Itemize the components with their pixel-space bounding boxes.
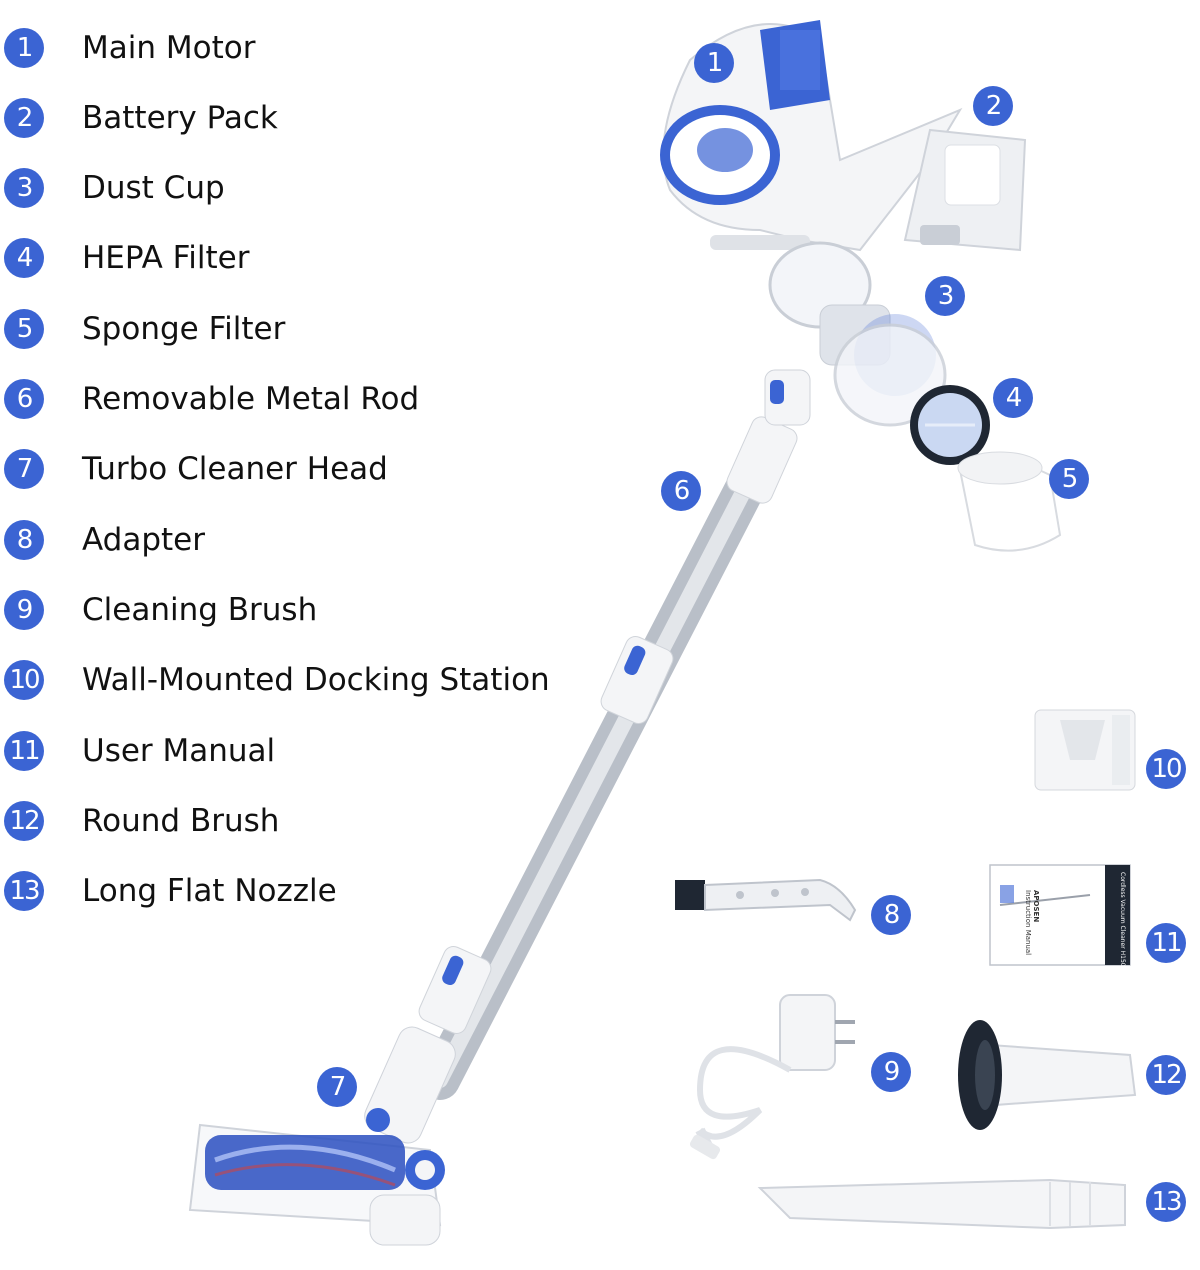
callout-badge: 8 bbox=[871, 895, 911, 935]
legend-item: 11 User Manual bbox=[4, 729, 275, 773]
docking-station bbox=[1034, 709, 1136, 791]
callout-badge: 9 bbox=[871, 1052, 911, 1092]
dust-cup bbox=[764, 241, 947, 427]
number-badge: 1 bbox=[4, 28, 44, 68]
legend-label: HEPA Filter bbox=[82, 240, 250, 276]
number-badge: 10 bbox=[4, 660, 44, 700]
callout-badge: 1 bbox=[694, 43, 734, 83]
number-badge: 2 bbox=[4, 98, 44, 138]
charger bbox=[689, 994, 855, 1160]
callout-badge: 7 bbox=[317, 1067, 357, 1107]
manual-spine-text: Cordless Vacuum Cleaner H150 bbox=[1119, 872, 1126, 967]
manual-line1: Instruction Manual bbox=[1024, 890, 1032, 956]
number-badge: 11 bbox=[4, 731, 44, 771]
metal-rod bbox=[418, 416, 798, 1100]
callout-badge: 6 bbox=[661, 471, 701, 511]
sponge-filter bbox=[957, 451, 1062, 552]
legend-label: Sponge Filter bbox=[82, 311, 286, 347]
main-motor bbox=[660, 20, 963, 252]
hepa-filter bbox=[910, 385, 990, 465]
user-manual bbox=[989, 864, 1131, 966]
legend-item: 2 Battery Pack bbox=[4, 96, 278, 140]
number-badge: 3 bbox=[4, 168, 44, 208]
legend-label: Long Flat Nozzle bbox=[82, 873, 337, 909]
number-badge: 4 bbox=[4, 238, 44, 278]
manual-brand: APOSEN bbox=[1032, 890, 1040, 923]
legend-label: Round Brush bbox=[82, 803, 280, 839]
callout-badge: 3 bbox=[925, 276, 965, 316]
callout-badge: 10 bbox=[1146, 749, 1186, 789]
legend-item: 13 Long Flat Nozzle bbox=[4, 869, 337, 913]
round-brush bbox=[958, 1020, 1137, 1130]
legend-item: 3 Dust Cup bbox=[4, 166, 225, 210]
legend-item: 10 Wall-Mounted Docking Station bbox=[4, 658, 550, 702]
legend-label: User Manual bbox=[82, 733, 276, 769]
legend-label: Dust Cup bbox=[82, 170, 225, 206]
legend-label: Turbo Cleaner Head bbox=[82, 451, 388, 487]
legend-item: 4 HEPA Filter bbox=[4, 236, 249, 280]
legend-item: 5 Sponge Filter bbox=[4, 307, 285, 351]
legend-item: 7 Turbo Cleaner Head bbox=[4, 447, 388, 491]
flat-nozzle bbox=[757, 1178, 1126, 1230]
manual-text: APOSEN Instruction Manual bbox=[1024, 890, 1040, 960]
legend-label: Removable Metal Rod bbox=[82, 381, 420, 417]
callout-badge: 5 bbox=[1049, 459, 1089, 499]
turbo-head bbox=[188, 1026, 456, 1246]
callout-badge: 13 bbox=[1146, 1182, 1186, 1222]
number-badge: 6 bbox=[4, 379, 44, 419]
legend-item: 9 Cleaning Brush bbox=[4, 588, 317, 632]
adapter bbox=[675, 878, 857, 922]
legend-label: Cleaning Brush bbox=[82, 592, 318, 628]
number-badge: 8 bbox=[4, 520, 44, 560]
battery-pack bbox=[903, 128, 1027, 252]
legend-label: Main Motor bbox=[82, 30, 256, 66]
callout-badge: 2 bbox=[973, 86, 1013, 126]
number-badge: 5 bbox=[4, 309, 44, 349]
callout-badge: 4 bbox=[993, 378, 1033, 418]
legend-item: 6 Removable Metal Rod bbox=[4, 377, 419, 421]
callout-badge: 11 bbox=[1146, 923, 1186, 963]
legend-label: Battery Pack bbox=[82, 100, 278, 136]
number-badge: 7 bbox=[4, 449, 44, 489]
legend-label: Adapter bbox=[82, 522, 205, 558]
number-badge: 13 bbox=[4, 871, 44, 911]
legend-item: 12 Round Brush bbox=[4, 799, 279, 843]
legend-item: 1 Main Motor bbox=[4, 26, 255, 70]
number-badge: 12 bbox=[4, 801, 44, 841]
legend-label: Wall-Mounted Docking Station bbox=[82, 662, 550, 698]
legend-item: 8 Adapter bbox=[4, 518, 205, 562]
callout-badge: 12 bbox=[1146, 1055, 1186, 1095]
number-badge: 9 bbox=[4, 590, 44, 630]
